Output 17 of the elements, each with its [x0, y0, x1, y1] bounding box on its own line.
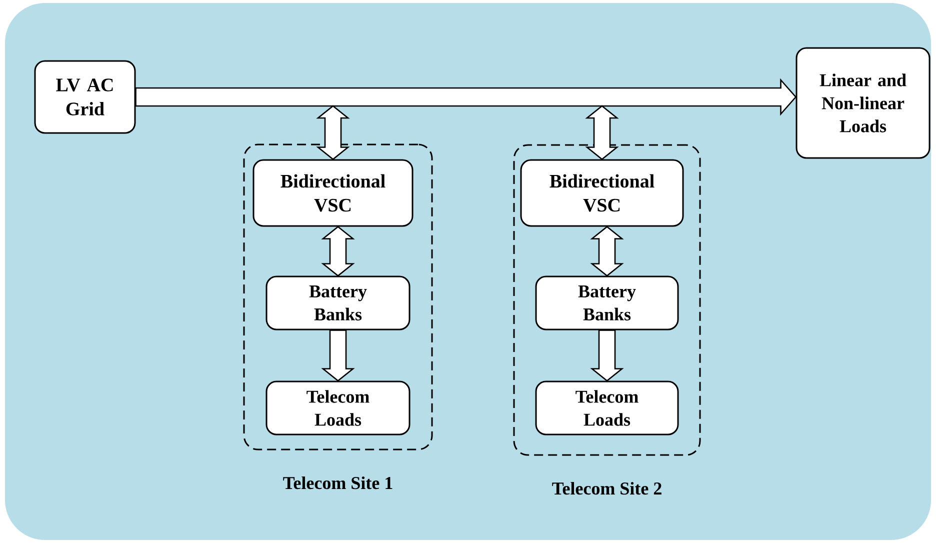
site-boundary-box	[243, 144, 433, 450]
block-arrow	[316, 105, 350, 160]
process-box: Bidirectional VSC	[252, 159, 414, 227]
block-arrow	[321, 330, 355, 382]
process-box: Bidirectional VSC	[520, 159, 684, 227]
block-arrow	[590, 330, 624, 382]
process-box: Telecom Loads	[266, 380, 410, 436]
process-box: Linear and Non-linear Loads	[796, 47, 930, 159]
site-label: Telecom Site 2	[552, 482, 662, 495]
process-box: LV AC Grid	[34, 60, 136, 134]
process-box: Battery Banks	[535, 276, 679, 330]
process-box: Battery Banks	[266, 276, 410, 330]
block-arrow	[135, 78, 797, 116]
process-box: Telecom Loads	[535, 380, 679, 436]
site-label: Telecom Site 1	[283, 476, 392, 490]
block-arrow	[585, 105, 619, 160]
site-boundary-box	[513, 144, 701, 456]
